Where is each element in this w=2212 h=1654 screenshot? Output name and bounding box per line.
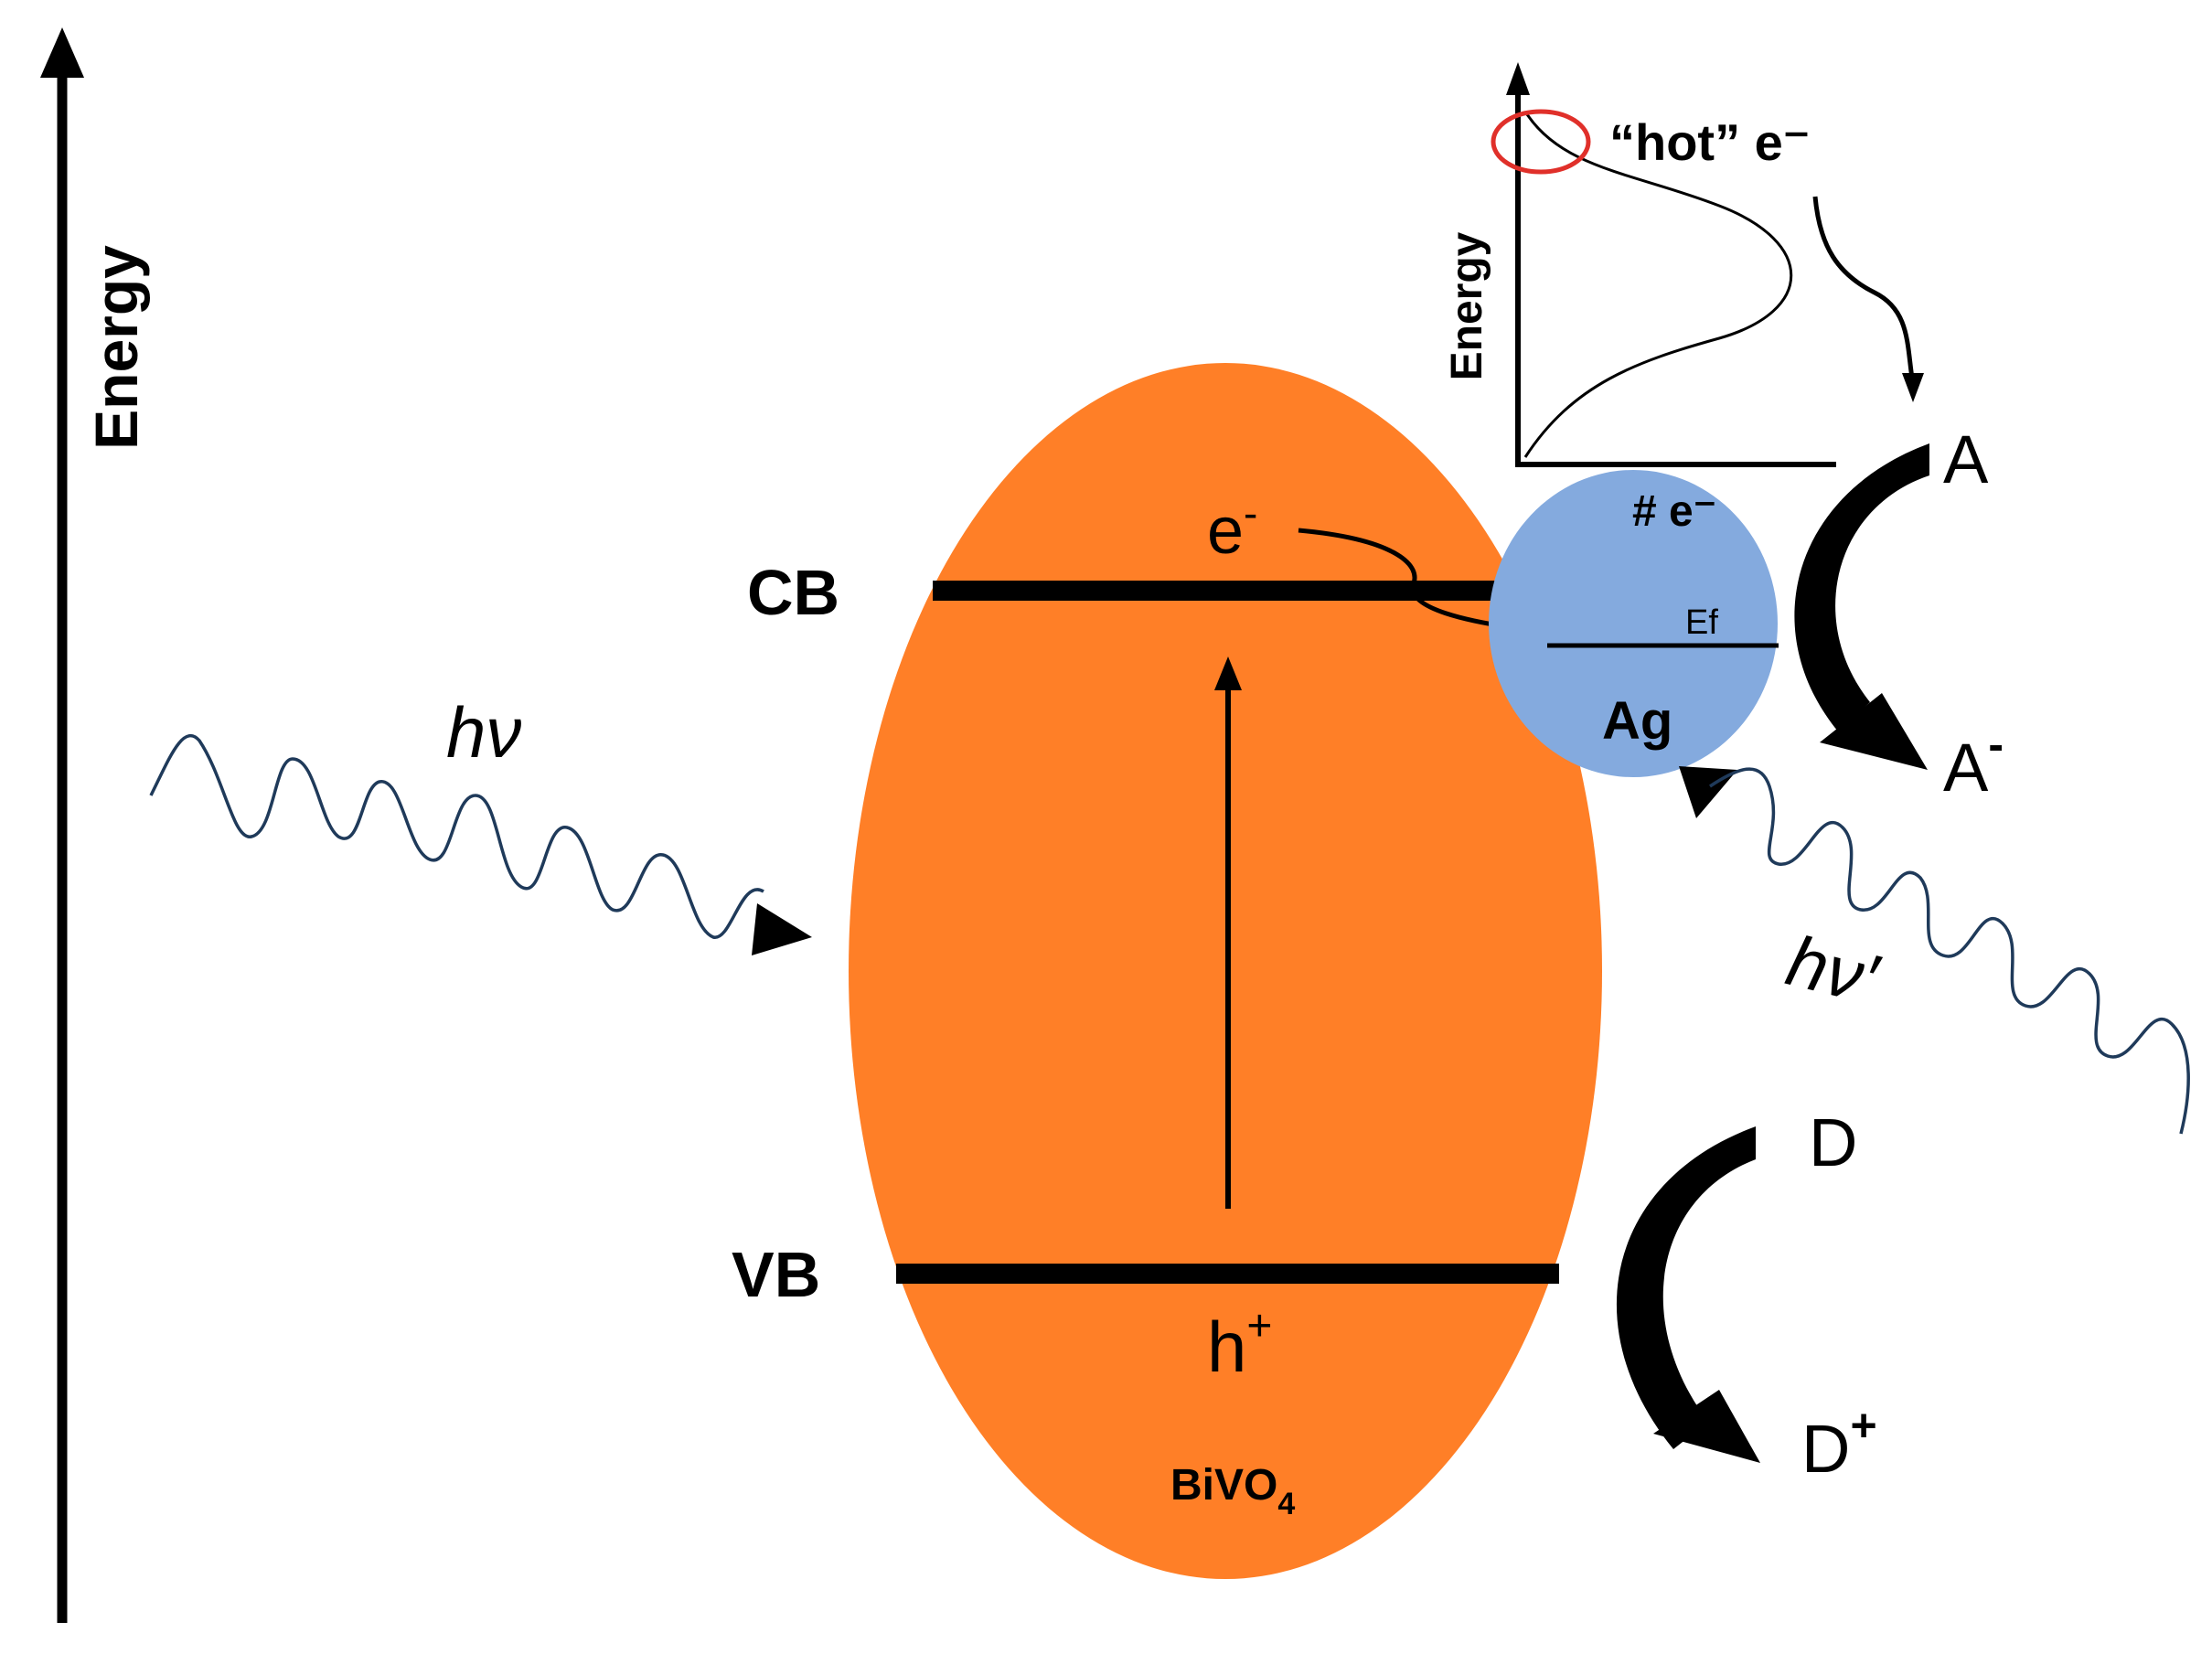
emitted-light: hν′ xyxy=(1679,766,2190,1135)
donor-curved-arrow xyxy=(1616,1126,1756,1449)
vb-label: VB xyxy=(732,1239,820,1310)
emitted-wave xyxy=(1709,767,2190,1135)
incident-light: hν xyxy=(149,692,812,955)
electron-transfer-arrow xyxy=(1298,528,1537,634)
acceptor-product: A- xyxy=(1943,719,2004,806)
hot-electron-label: “hot” e⁻ xyxy=(1609,113,1810,171)
inset-y-arrowhead-icon xyxy=(1506,62,1530,95)
incident-arrowhead-icon xyxy=(752,903,812,955)
incident-wave xyxy=(149,733,764,939)
donor-arrowhead-icon xyxy=(1653,1390,1760,1463)
energy-axis: Energy xyxy=(40,27,150,1623)
donor-reaction: D D+ xyxy=(1616,1104,1877,1487)
incident-light-label: hν xyxy=(446,692,521,773)
hot-electron-highlight xyxy=(1491,109,1591,175)
bivo4-particle: CB VB e- h+ BiVO4 xyxy=(732,363,1602,1579)
donor-product: D+ xyxy=(1801,1400,1877,1487)
emitted-light-label: hν′ xyxy=(1779,920,1887,1019)
fermi-level-label: Ef xyxy=(1685,603,1718,642)
bivo4-label: BiVO4 xyxy=(1170,1461,1295,1521)
hot-electron-inset: Energy # e⁻ “hot” e⁻ xyxy=(1443,62,1924,536)
ag-label: Ag xyxy=(1602,691,1672,751)
acceptor-arrowhead-icon xyxy=(1820,693,1928,770)
inset-y-label: Energy xyxy=(1443,231,1491,380)
acceptor-reaction: A A- xyxy=(1794,422,2004,806)
acceptor-reactant: A xyxy=(1943,422,1989,497)
cb-label: CB xyxy=(747,557,839,628)
hole-label: h+ xyxy=(1207,1302,1272,1387)
donor-reactant: D xyxy=(1809,1104,1857,1180)
axis-arrowhead-icon xyxy=(40,27,84,78)
hot-electron-arrowhead-icon xyxy=(1902,373,1924,402)
ag-particle: Ef Ag xyxy=(1489,470,1779,777)
inset-x-label: # e⁻ xyxy=(1632,487,1716,536)
electron-label: e- xyxy=(1207,489,1257,568)
energy-axis-label: Energy xyxy=(82,245,150,450)
acceptor-curved-arrow xyxy=(1794,443,1929,731)
inset-distribution-curve xyxy=(1523,113,1793,458)
hot-electron-arrow xyxy=(1812,196,1916,385)
excitation-arrowhead-icon xyxy=(1214,656,1242,690)
ag-circle xyxy=(1489,470,1778,777)
